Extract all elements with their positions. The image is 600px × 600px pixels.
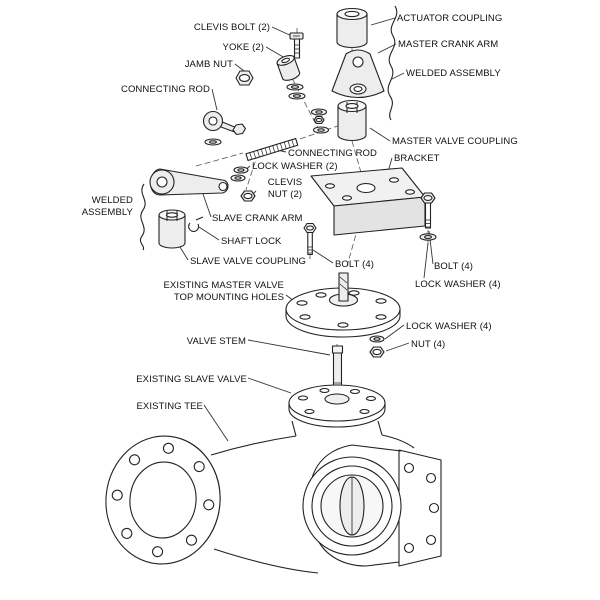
clevis-bolt-part	[289, 32, 304, 59]
tee-body	[210, 420, 415, 574]
tee-left-flange	[105, 435, 221, 565]
connecting-rod-end-part	[202, 110, 247, 146]
label-lock-washer-2: LOCK WASHER (2)	[252, 161, 338, 172]
clevis-nut-part	[240, 190, 256, 202]
welded-assembly-right-break	[387, 5, 398, 121]
label-bolt-4-right: BOLT (4)	[434, 261, 473, 272]
washer-stack-coupling	[310, 108, 330, 134]
label-bracket: BRACKET	[394, 153, 440, 164]
leader-lines	[179, 17, 434, 442]
label-actuator-coupling: ACTUATOR COUPLING	[397, 13, 503, 24]
label-clevis-bolt: CLEVIS BOLT (2)	[193, 22, 270, 33]
bracket-part	[310, 167, 426, 236]
shaft-lock-part	[188, 216, 204, 232]
bolt-4-right-part	[420, 192, 436, 229]
label-shaft-lock: SHAFT LOCK	[221, 236, 282, 247]
label-connecting-rod-upper: CONNECTING ROD	[120, 84, 210, 95]
lock-washer-4-lower-part	[369, 335, 385, 343]
lock-washer-4-right-part	[419, 233, 437, 241]
slave-valve-flange	[288, 384, 386, 428]
yoke-part	[276, 55, 301, 81]
label-existing-master-valve: EXISTING MASTER VALVE TOP MOUNTING HOLES	[163, 280, 284, 304]
master-crank-arm-part	[331, 49, 385, 99]
label-master-crank-arm: MASTER CRANK ARM	[398, 39, 499, 50]
lock-washer-2-part	[230, 166, 249, 182]
label-nut-4: NUT (4)	[411, 339, 446, 350]
master-valve-flange	[285, 272, 401, 338]
label-welded-assembly-left: WELDED ASSEMBLY	[81, 195, 133, 219]
label-slave-crank-arm: SLAVE CRANK ARM	[212, 213, 303, 224]
label-yoke: YOKE (2)	[222, 42, 264, 53]
label-slave-valve-coupling: SLAVE VALVE COUPLING	[190, 256, 307, 267]
label-bolt-4-mid: BOLT (4)	[335, 259, 374, 270]
welded-assembly-left-break	[139, 183, 146, 251]
label-jamb-nut: JAMB NUT	[184, 59, 233, 70]
connecting-rod-part	[245, 138, 299, 162]
bolt-4-mid-part	[303, 222, 317, 256]
label-connecting-rod-mid: CONNECTING ROD	[288, 148, 378, 159]
slave-valve-coupling-part	[158, 209, 186, 249]
label-existing-tee: EXISTING TEE	[136, 401, 203, 412]
label-valve-stem: VALVE STEM	[186, 336, 246, 347]
label-lock-washer-4-lower: LOCK WASHER (4)	[406, 321, 492, 332]
label-clevis-nut: CLEVIS NUT (2)	[267, 177, 303, 201]
nut-4-part	[369, 346, 385, 358]
slave-crank-arm-part	[149, 168, 229, 196]
master-valve-coupling-part	[337, 99, 367, 142]
actuator-coupling-part	[336, 7, 368, 49]
butterfly-valve	[302, 444, 442, 567]
label-lock-washer-4-right: LOCK WASHER (4)	[415, 279, 501, 290]
label-master-valve-coupling: MASTER VALVE COUPLING	[392, 136, 518, 147]
label-existing-slave-valve: EXISTING SLAVE VALVE	[136, 374, 247, 385]
label-welded-assembly-right: WELDED ASSEMBLY	[406, 68, 501, 79]
washer-stack-yoke	[286, 83, 306, 100]
jamb-nut-part	[235, 70, 254, 86]
